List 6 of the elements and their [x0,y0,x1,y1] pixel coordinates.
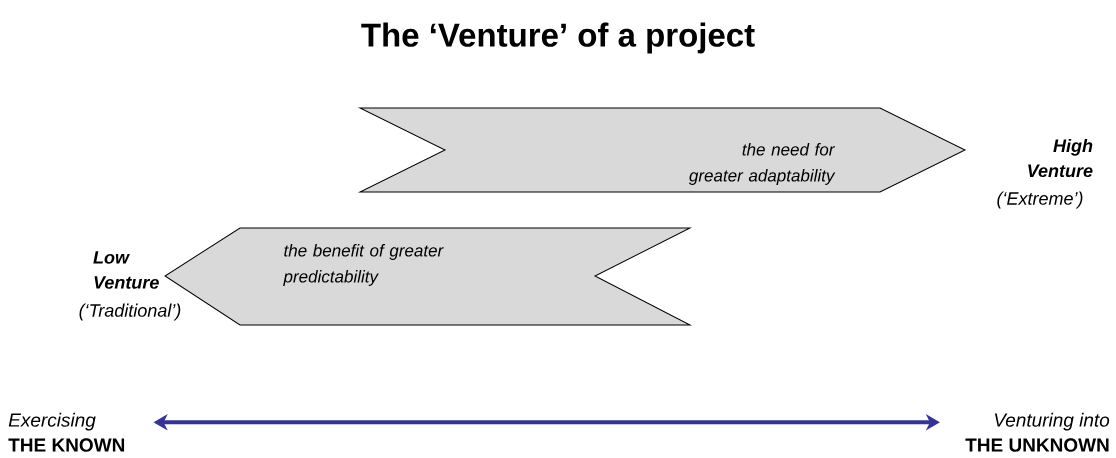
end-label: Exercising THE KNOWN [8,412,125,452]
title: The ‘Venture’ of a project [361,22,755,54]
side-label: High Venture [1028,138,1093,178]
end-label: Venturing into THE UNKNOWN [965,412,1110,452]
side-label: (‘Extreme’) [997,191,1083,209]
side-label: Low Venture [93,251,159,289]
